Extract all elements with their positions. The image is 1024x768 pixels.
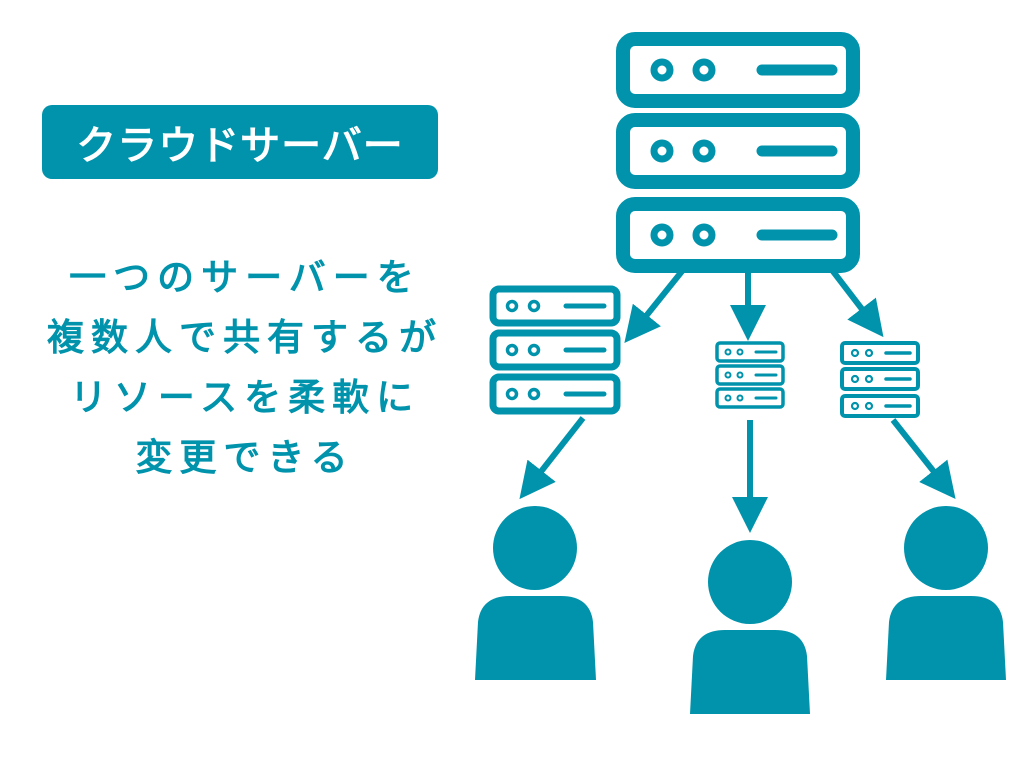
description-line-3: リソースを柔軟に bbox=[69, 376, 421, 419]
arrow-main-to-sub3 bbox=[829, 268, 884, 338]
sub-server-3-icon bbox=[840, 341, 920, 418]
arrow-sub3-to-user3 bbox=[890, 418, 956, 500]
main-server-icon bbox=[616, 32, 860, 273]
description: 一つのサーバーを 複数人で共有するが リソースを柔軟に 変更できる bbox=[30, 248, 460, 488]
user-2-icon bbox=[690, 540, 810, 714]
description-line-1: 一つのサーバーを bbox=[69, 256, 421, 299]
user-3-icon bbox=[886, 506, 1006, 680]
description-line-2: 複数人で共有するが bbox=[47, 316, 443, 359]
sub-server-2-icon bbox=[715, 341, 785, 409]
title-badge: クラウドサーバー bbox=[42, 105, 438, 179]
user-1-icon bbox=[475, 506, 596, 680]
arrow-sub1-to-user1 bbox=[519, 416, 586, 500]
sub-server-1-icon bbox=[489, 285, 621, 415]
description-line-4: 変更できる bbox=[135, 436, 355, 479]
title-label: クラウドサーバー bbox=[76, 123, 404, 169]
arrow-main-to-sub1 bbox=[624, 268, 686, 344]
